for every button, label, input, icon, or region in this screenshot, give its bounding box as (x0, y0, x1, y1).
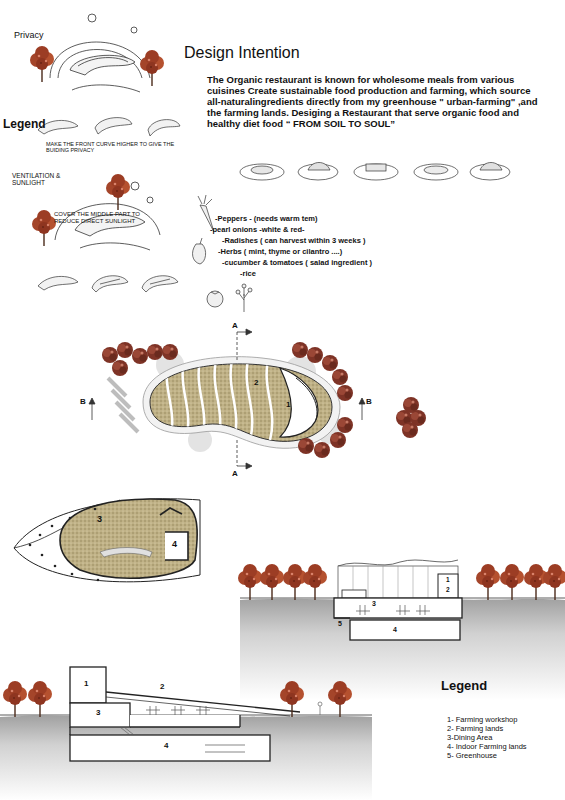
legend-item: 4- Indoor Farming lands (447, 743, 527, 752)
callout-number: 1 (286, 400, 290, 409)
callout-number: 2 (160, 682, 164, 691)
callout-number: 2 (254, 378, 258, 387)
crop-item: -pearl onions -white & red- (210, 226, 305, 235)
legend-item: 3-Dining Area (447, 734, 492, 743)
section-marker: B (366, 397, 372, 406)
callout-number: 1 (84, 679, 88, 688)
legend-heading: Legend (3, 118, 46, 132)
crop-item: -cucumber & tomatoes ( salad ingredient … (222, 259, 372, 268)
crop-item: -rice (240, 270, 256, 279)
board-title: Design Intention (184, 44, 300, 62)
intent-text: The Organic restaurant is known for whol… (207, 75, 542, 130)
crop-item: -Radishes ( can harvest within 3 weeks ) (222, 237, 365, 246)
sketch-note: COVER THE MIDDLE PART TO REDUCE DIRECT S… (54, 211, 166, 225)
callout-number: 3 (97, 514, 102, 524)
callout-number: 4 (172, 539, 177, 549)
sketch-note: MAKE THE FRONT CURVE HIGHER TO GIVE THE … (46, 141, 181, 154)
callout-number: 5 (338, 620, 342, 628)
section-marker: A (232, 469, 238, 478)
callout-number: 4 (164, 741, 168, 750)
sketch-heading: Privacy (14, 30, 44, 40)
callout-number: 4 (393, 626, 397, 634)
legend-heading: Legend (441, 679, 487, 694)
callout-number: 1 (446, 576, 450, 583)
sketch-heading: VENTILATION & SUNLIGHT (12, 172, 84, 187)
legend-item: 1- Farming workshop (447, 716, 517, 725)
legend-item: 5- Greenhouse (447, 752, 497, 761)
callout-number: 2 (446, 586, 450, 593)
callout-number: 3 (372, 600, 376, 608)
crop-item: -Herbs ( mint, thyme or cilantro ....) (218, 248, 342, 257)
section-marker: B (80, 397, 86, 406)
callout-number: 3 (96, 708, 100, 717)
crop-item: -Peppers - (needs warm tem) (215, 215, 318, 224)
legend-item: 2- Farming lands (447, 725, 503, 734)
section-marker: A (232, 321, 238, 330)
